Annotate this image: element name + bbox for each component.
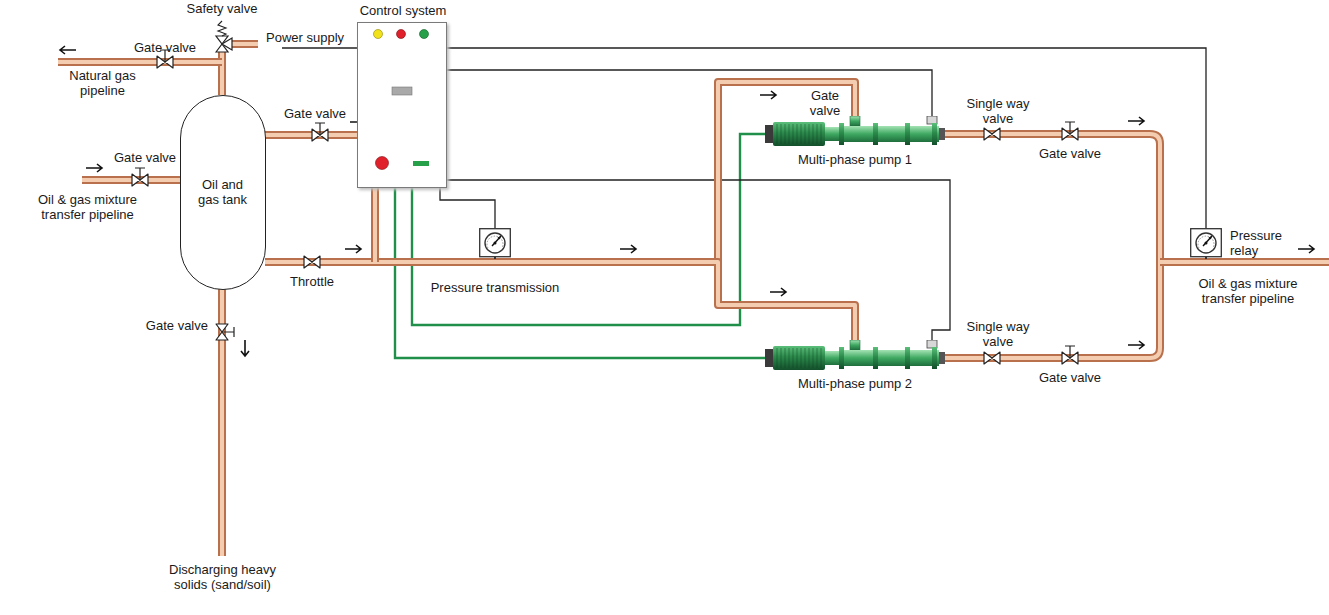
flow-arrow [1128,117,1144,125]
multiphase-pump: Multi-phase pump 1 [765,116,945,170]
control-wire [440,188,495,228]
control-system-box: Control system [357,22,447,188]
control-wire [395,188,765,358]
control-panel-drawing [358,23,445,186]
power-wire [447,70,932,116]
flow-arrow [86,164,102,172]
flow-arrow [760,91,776,99]
pipe-outline [1160,258,1329,266]
node-label: Pressure relay [1230,228,1290,258]
multiphase-pump-drawing [765,116,945,148]
pipe-outline [58,58,222,66]
pipe-fill [265,262,855,341]
pipe-fill [265,82,855,262]
multiphase-pump-drawing [765,340,945,372]
flow-arrow [1128,341,1144,349]
flow-arrow [620,245,636,253]
part-label: Single way valve [960,319,1036,349]
part-label: Discharging heavy solids (sand/soil) [160,562,285,592]
pressure-gauge-drawing [1190,228,1222,258]
pipe-fill [58,60,222,64]
part-label: Safety valve [182,1,262,16]
pipe-outline [265,262,855,341]
safety-valve-spring [218,21,226,36]
signal-wire [412,134,765,325]
pipe-outline [265,82,855,262]
pipe-outline [944,134,1160,358]
pipe-fill [944,134,1160,358]
part-label: Gate valve [275,106,355,121]
node-label: Multi-phase pump 1 [765,152,945,167]
part-label: Power supply [266,30,354,45]
valve-stem [315,123,325,135]
signal-wire [395,188,765,358]
oil-gas-tank: Oil and gas tank [180,95,266,290]
safety-valve-symbol [222,38,232,50]
pipe-connector [265,82,855,262]
part-label: Oil & gas mixture transfer pipeline [1178,276,1318,306]
part-label: Natural gas pipeline [55,68,150,98]
valve-stem [1065,122,1075,134]
part-label: Oil & gas mixture transfer pipeline [25,192,150,222]
pressure-relay-gauge: Pressure relay [1190,228,1290,258]
part-label: Gate valve [1030,370,1110,385]
node-label: Pressure transmission [427,280,564,295]
power-wire [282,47,357,48]
part-label: Single way valve [960,96,1036,126]
part-label: Gate valve [1030,146,1110,161]
valve-stem [1065,346,1075,358]
pipe-fill [1160,260,1329,264]
valve-stem [135,168,145,180]
node-label: Control system [333,3,473,18]
pressure-gauge-drawing [479,228,511,258]
pipe-connector [265,262,855,341]
valve-stem [222,327,234,337]
flow-arrow [1298,245,1314,253]
valve-symbol [984,352,1000,364]
pipe-fill [220,50,224,95]
pipe-outline [230,40,258,48]
pipe-fill [230,42,258,46]
control-wire [412,134,765,325]
part-label: Gate valve [128,318,208,333]
part-label: Gate valve [803,88,847,118]
node-label: Multi-phase pump 2 [765,376,945,391]
pressure-transmission-gauge: Pressure transmission [427,228,564,298]
part-label: Gate valve [125,40,205,55]
node-label: Oil and gas tank [191,177,254,207]
multiphase-pump: Multi-phase pump 2 [765,340,945,394]
flow-arrow [770,288,786,296]
pipe-outline [218,50,226,95]
power-wire [440,188,495,228]
flow-arrow [241,340,249,356]
flow-arrow [345,245,361,253]
part-label: Throttle [282,274,342,289]
control-wire [447,70,932,116]
flow-arrow [60,46,76,54]
valve-symbol [984,128,1000,140]
part-label: Gate valve [108,150,182,165]
valve-symbol [304,256,320,268]
